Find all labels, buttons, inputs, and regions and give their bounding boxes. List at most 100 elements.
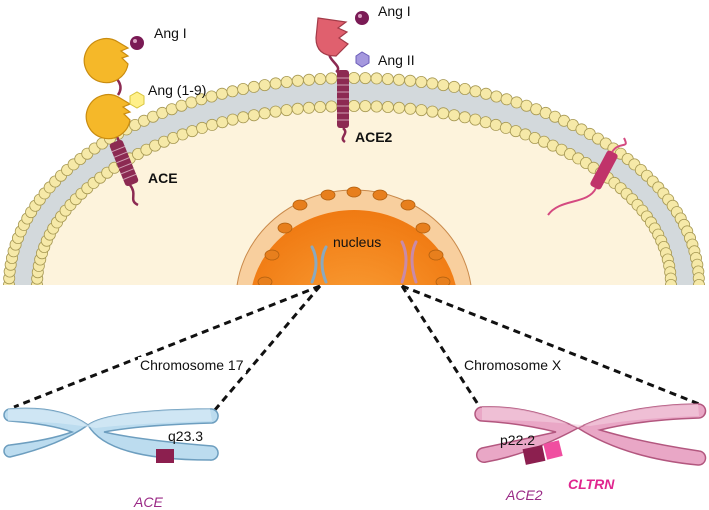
gene-cltrn-label: CLTRN xyxy=(568,476,615,492)
projection-lines xyxy=(13,284,700,412)
nuclear-pore xyxy=(428,249,444,261)
phospholipid-head xyxy=(426,77,439,90)
ace-protein xyxy=(83,38,139,207)
ang-i-molecule-top xyxy=(355,11,369,25)
ace-enzyme-domain-1 xyxy=(83,38,130,84)
phospholipid-head xyxy=(665,279,677,285)
phospholipid-head xyxy=(347,72,360,85)
phospholipid-head xyxy=(247,109,260,122)
phospholipid-head xyxy=(186,125,199,138)
ace-transmembrane-helix xyxy=(109,139,139,187)
phospholipid-head xyxy=(325,72,338,85)
phospholipid-head xyxy=(437,107,450,120)
gene-ace2-label: ACE2 xyxy=(506,487,543,503)
phospholipid-head xyxy=(302,101,315,114)
phospholipid-head xyxy=(206,118,219,131)
nuclear-pore xyxy=(292,199,308,211)
locus-q23-3-label: q23.3 xyxy=(168,428,204,444)
phospholipid-head xyxy=(499,121,512,134)
ang-ii-label: Ang II xyxy=(378,52,415,68)
ace-gene-band xyxy=(156,449,174,463)
membrane-inner-heads xyxy=(31,100,677,285)
chromosome-x xyxy=(474,403,707,466)
chromosome-x-label: Chromosome X xyxy=(462,357,564,373)
phospholipid-head xyxy=(458,83,471,96)
phospholipid-head xyxy=(381,73,394,86)
phospholipid-head xyxy=(314,101,327,114)
ang-i-label-top: Ang I xyxy=(378,3,411,19)
phospholipid-head xyxy=(693,279,705,285)
nuclear-pore xyxy=(257,276,273,285)
nucleus-label: nucleus xyxy=(333,234,382,250)
phospholipid-head xyxy=(370,72,383,85)
unlabeled-transmembrane-protein xyxy=(547,137,627,216)
phospholipid-head xyxy=(404,102,417,115)
phospholipid-head xyxy=(393,101,406,114)
ace2-protein-label: ACE2 xyxy=(355,129,393,145)
phospholipid-head xyxy=(404,74,417,87)
phospholipid-head xyxy=(510,96,523,109)
phospholipid-head xyxy=(479,87,492,100)
phospholipid-head xyxy=(314,73,327,86)
ang-ii-molecule xyxy=(355,51,370,68)
phospholipid-head xyxy=(489,118,502,131)
phospholipid-head xyxy=(291,74,304,87)
phospholipid-head xyxy=(359,100,372,113)
nuclear-pore xyxy=(320,189,336,201)
phospholipid-head xyxy=(500,93,513,106)
nuclear-pores xyxy=(257,186,451,285)
chromosome-17 xyxy=(3,407,219,463)
phospholipid-head xyxy=(458,111,471,124)
phospholipid-head xyxy=(215,87,228,100)
cltrn-gene-band xyxy=(543,440,563,460)
nuclear-pore xyxy=(415,222,431,234)
phospholipid-head xyxy=(205,90,218,103)
phospholipid-head xyxy=(381,101,394,114)
phospholipid-head xyxy=(269,77,282,90)
phospholipid-head xyxy=(175,99,188,112)
phospholipid-head xyxy=(269,105,282,118)
phospholipid-head xyxy=(226,113,239,126)
nucleus-chromosome-17-icon xyxy=(310,245,328,284)
locus-p22-2-label: p22.2 xyxy=(500,432,536,448)
phospholipid-head xyxy=(448,80,461,93)
phospholipid-head xyxy=(237,111,250,124)
phospholipid-head xyxy=(359,72,372,85)
phospholipid-head xyxy=(237,83,250,96)
phospholipid-head xyxy=(437,79,450,92)
ace-enzyme-domain-2 xyxy=(85,94,132,140)
phospholipid-head xyxy=(247,80,260,93)
nuclear-pore xyxy=(372,189,388,201)
nuclear-pore xyxy=(346,186,362,198)
nucleus-chromosome-x-icon xyxy=(400,240,418,284)
nuclear-pore xyxy=(435,276,451,285)
chromosome-17-label: Chromosome 17 xyxy=(138,357,246,373)
phospholipid-head xyxy=(347,100,360,113)
phospholipid-head xyxy=(415,104,428,117)
phospholipid-head xyxy=(280,104,293,117)
ang-1-9-label: Ang (1-9) xyxy=(148,82,207,98)
gene-ace-label: ACE xyxy=(134,494,163,510)
phospholipid-head xyxy=(392,73,405,86)
ace2-enzyme-domain xyxy=(315,17,349,57)
ace2-protein xyxy=(315,17,349,144)
phospholipid-head xyxy=(426,105,439,118)
phospholipid-head xyxy=(291,102,304,115)
phospholipid-head xyxy=(448,109,461,122)
membrane-outer-heads xyxy=(3,72,705,285)
phospholipid-head xyxy=(302,73,315,86)
phospholipid-head xyxy=(469,85,482,98)
ang-i-molecule-left xyxy=(130,36,144,50)
ace-protein-label: ACE xyxy=(148,170,178,186)
phospholipid-head xyxy=(258,107,271,120)
ang-i-label-left: Ang I xyxy=(154,25,187,41)
phospholipid-head xyxy=(490,90,503,103)
phospholipid-head xyxy=(185,96,198,109)
nuclear-pore xyxy=(277,222,293,234)
phospholipid-head xyxy=(280,76,293,89)
ace2-gene-band xyxy=(522,445,546,465)
phospholipid-head xyxy=(325,100,338,113)
phospholipid-head xyxy=(216,116,229,129)
